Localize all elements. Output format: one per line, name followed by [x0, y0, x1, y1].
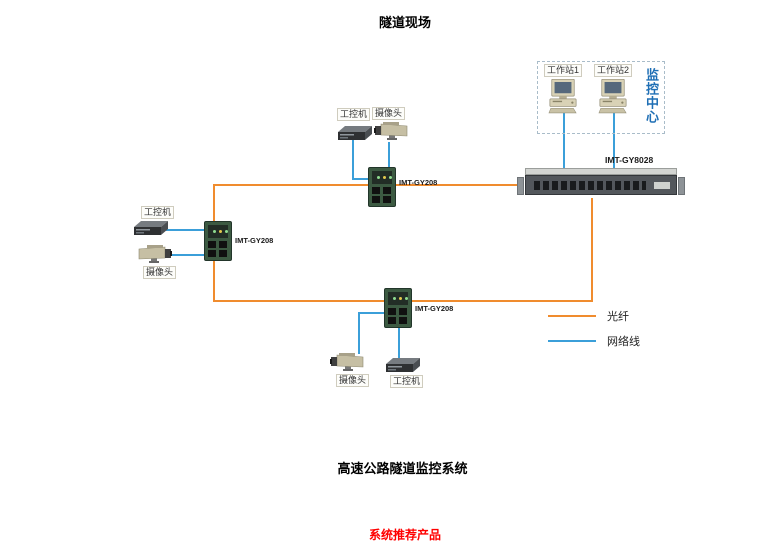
left-ipc-label: 工控机	[141, 206, 175, 219]
core-switch-ports	[534, 181, 646, 190]
legend-ethernet-swatch	[548, 340, 596, 342]
bottom-camera-label: 摄像头	[336, 374, 370, 387]
top-camera-icon	[374, 121, 410, 143]
ethernet-line-top-ipc-h	[352, 178, 369, 180]
top-ipc-icon	[336, 124, 372, 142]
bottom-camera-icon	[330, 352, 366, 374]
ethernet-line-top-camera	[388, 142, 390, 168]
left-camera-icon	[136, 244, 172, 266]
diagram-caption: 高速公路隧道监控系统	[337, 461, 468, 476]
switch-ports-row2	[372, 196, 392, 203]
switch-led-lights	[377, 176, 380, 179]
top-camera-label: 摄像头	[372, 107, 406, 120]
ethernet-line-workstation1	[563, 112, 565, 172]
ethernet-line-bottom-camera-v	[358, 312, 360, 354]
workstation1-icon	[548, 79, 578, 115]
ethernet-line-bottom-camera-h	[358, 312, 386, 314]
switch-ports-row1	[388, 308, 408, 315]
bottom-ipc-label: 工控机	[390, 375, 424, 388]
field-switch-left-model-label: IMT-GY208	[235, 236, 274, 245]
left-camera-label: 摄像头	[143, 266, 177, 279]
core-switch-front-panel	[525, 175, 677, 195]
bottom-ipc-icon	[384, 356, 420, 374]
core-switch-top-face	[525, 168, 677, 175]
switch-ports-row2	[208, 250, 228, 257]
switch-ports-row2	[388, 317, 408, 324]
fiber-line-top	[213, 184, 521, 186]
field-switch-bottom-model-label: IMT-GY208	[415, 304, 454, 313]
ethernet-line-bottom-ipc	[398, 328, 400, 358]
field-switch-top-model-label: IMT-GY208	[399, 178, 438, 187]
field-switch-face	[208, 225, 228, 238]
left-ipc-icon	[132, 219, 168, 237]
fiber-line-right	[591, 198, 593, 302]
switch-led-lights	[213, 230, 216, 233]
ethernet-line-top-ipc-v	[352, 140, 354, 180]
page-title: 隧道现场	[378, 15, 431, 30]
field-switch-bottom	[384, 288, 412, 328]
legend-ethernet-label: 网络线	[607, 336, 640, 348]
monitoring-center-label: 监控中心	[644, 68, 659, 124]
core-switch-badge	[654, 182, 670, 189]
core-switch-model-label: IMT-GY8028	[605, 155, 654, 165]
workstation2-icon	[598, 79, 628, 115]
workstation1-label: 工作站1	[544, 64, 583, 77]
ethernet-line-left-camera	[170, 254, 206, 256]
field-switch-face	[388, 292, 408, 305]
switch-ports-row1	[372, 187, 392, 194]
core-switch-gy8028	[517, 168, 685, 198]
footer-recommended-products: 系统推荐产品	[368, 528, 441, 542]
field-switch-face	[372, 171, 392, 184]
top-ipc-label: 工控机	[337, 108, 371, 121]
switch-led-lights	[393, 297, 396, 300]
ethernet-line-workstation2	[613, 112, 615, 170]
field-switch-top	[368, 167, 396, 207]
monitoring-center-box: 工作站1 工作站2 监控中心	[537, 61, 665, 134]
field-switch-left	[204, 221, 232, 261]
legend-fiber-swatch	[548, 315, 596, 317]
legend-fiber-label: 光纤	[607, 311, 629, 323]
switch-ports-row1	[208, 241, 228, 248]
ethernet-line-left-ipc	[166, 229, 206, 231]
workstation2-label: 工作站2	[594, 64, 633, 77]
